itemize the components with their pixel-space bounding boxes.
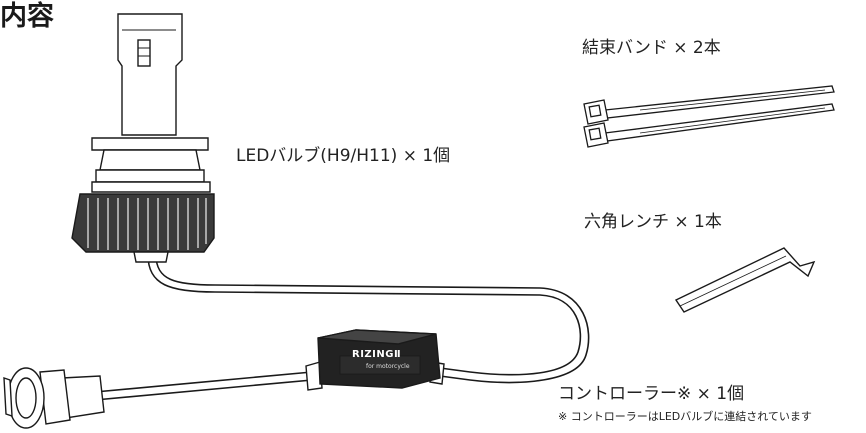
label-cable-ties: 結束バンド × 2本 <box>582 38 721 58</box>
label-hex-wrench: 六角レンチ × 1本 <box>584 212 722 232</box>
heatsink <box>71 193 215 253</box>
controller-sub-print: for motorcycle <box>366 363 410 370</box>
label-bulb: LEDバルブ(H9/H11) × 1個 <box>236 146 451 166</box>
cable-ties <box>583 85 835 148</box>
label-controller-note: ※ コントローラーはLEDバルブに連結されています <box>558 410 812 423</box>
led-chip-icon <box>137 39 151 67</box>
section-heading: 内容 <box>0 1 54 32</box>
controller-brand-print: RIZINGⅡ <box>352 349 402 360</box>
label-controller: コントローラー※ × 1個 <box>558 384 745 404</box>
led-bulb <box>71 13 215 263</box>
hex-wrench <box>674 247 816 313</box>
cable-tie-2 <box>583 103 835 148</box>
power-cable <box>94 254 590 401</box>
cable-tie-1 <box>583 85 835 125</box>
controller <box>305 329 445 391</box>
connector <box>3 367 105 429</box>
